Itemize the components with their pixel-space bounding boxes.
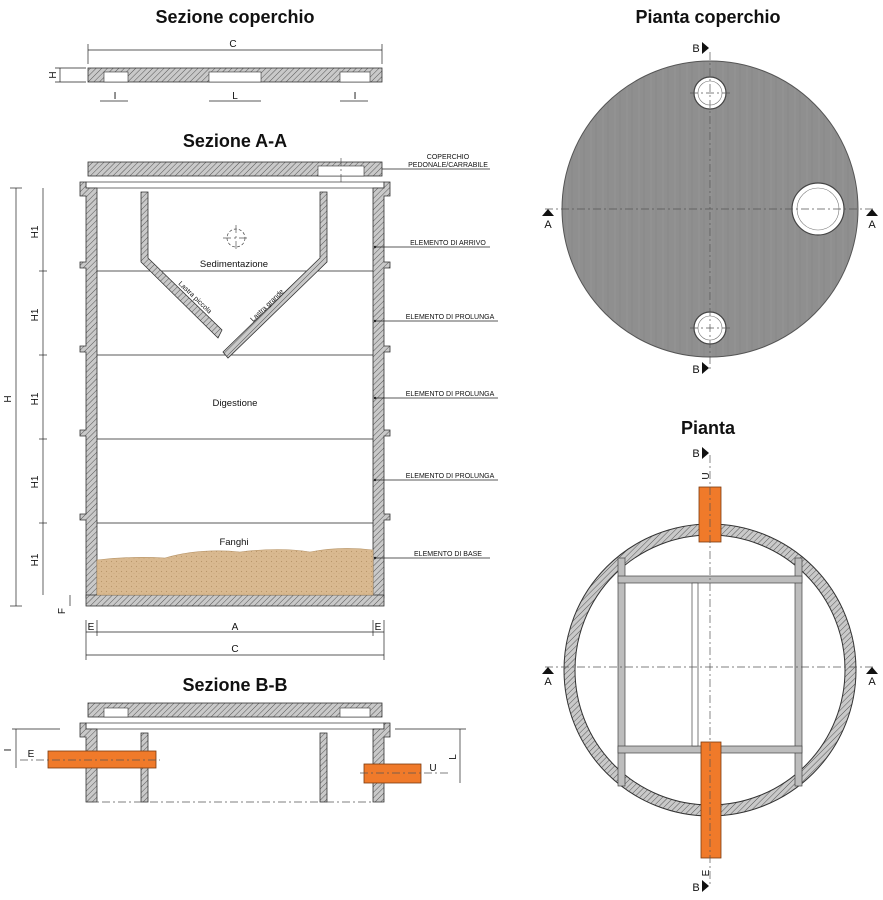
dim-label-h: H	[3, 395, 14, 402]
callout-dot	[373, 319, 377, 323]
sezione-bb: Sezione B-B E U I L	[3, 675, 466, 803]
aa-right-wall	[372, 181, 391, 599]
plan-marker-a-right	[866, 667, 878, 674]
lastra-grande	[222, 191, 328, 359]
aa-base	[85, 594, 385, 607]
callout-dot	[373, 396, 377, 400]
plan-frame-right	[794, 557, 803, 787]
plan-marker-b-top	[702, 447, 709, 459]
lastra-piccola	[140, 191, 223, 339]
label-b-bottom: B	[692, 364, 699, 376]
callout-base: ELEMENTO DI BASE	[414, 551, 482, 558]
plan-inlet-pipe	[700, 741, 722, 859]
plan-center-baffle	[691, 582, 699, 747]
title-sezione-aa: Sezione A-A	[183, 131, 287, 151]
dim-label-h1-3: H1	[30, 392, 41, 405]
dim-label-c: C	[229, 39, 236, 50]
bb-top-ring	[85, 722, 385, 730]
title-pianta-coperchio: Pianta coperchio	[635, 7, 780, 27]
plan-label-a-left: A	[544, 676, 552, 688]
pianta: Pianta U E B B A A	[542, 418, 878, 894]
dim-label-l: L	[232, 91, 238, 102]
plan-frame-left	[617, 557, 626, 787]
dim-label-h1-4: H1	[30, 475, 41, 488]
plan-marker-b-bottom	[702, 880, 709, 892]
label-digestione: Digestione	[213, 398, 258, 409]
callout-prolunga-1: ELEMENTO DI PROLUNGA	[406, 314, 495, 321]
sezione-coperchio: Sezione coperchio C H I L I	[48, 7, 383, 102]
bb-right-wall	[372, 722, 391, 803]
title-pianta: Pianta	[681, 418, 736, 438]
callout-dot	[373, 478, 377, 482]
label-u-outlet: U	[429, 763, 436, 774]
outlet-pipe	[363, 763, 422, 784]
sezione-aa: Sezione A-A Lastra piccola Lastra grande…	[3, 131, 498, 660]
plan-label-e: E	[701, 869, 712, 876]
lid-opening-center	[208, 71, 262, 83]
inlet-pipe	[47, 750, 157, 769]
dim-label-f: F	[57, 608, 68, 614]
marker-b-bottom	[702, 362, 709, 374]
dim-label-c-bottom: C	[231, 644, 238, 655]
bb-lid-opening-right	[339, 707, 371, 718]
dim-label-h1-2: H1	[30, 308, 41, 321]
dim-label-i-bb: I	[3, 749, 14, 752]
dim-label-e-right: E	[375, 622, 382, 633]
callout-prolunga-3: ELEMENTO DI PROLUNGA	[406, 473, 495, 480]
bb-baffle-right	[319, 732, 328, 803]
plan-label-a-right: A	[868, 676, 876, 688]
dim-label-h1-5: H1	[30, 553, 41, 566]
callout-dot	[373, 556, 377, 560]
plan-label-u: U	[701, 472, 712, 479]
title-sezione-coperchio: Sezione coperchio	[155, 7, 314, 27]
dim-label-l-bb: L	[448, 754, 459, 760]
title-sezione-bb: Sezione B-B	[182, 675, 287, 695]
aa-left-wall	[79, 181, 98, 599]
bb-lid	[87, 702, 383, 718]
plan-marker-a-left	[542, 667, 554, 674]
aa-top-ring	[85, 181, 385, 189]
pianta-coperchio: Pianta coperchio B B A A	[542, 7, 878, 376]
bb-lid-opening-left	[103, 707, 129, 718]
plan-label-b-bottom: B	[692, 882, 699, 894]
lid-opening-right	[339, 71, 371, 83]
callout-prolunga-2: ELEMENTO DI PROLUNGA	[406, 391, 495, 398]
callout-coperchio-2: PEDONALE/CARRABILE	[408, 162, 488, 169]
sludge-fill	[96, 548, 374, 596]
callout-arrivo: ELEMENTO DI ARRIVO	[410, 240, 486, 247]
label-fanghi: Fanghi	[219, 537, 248, 548]
label-sedimentazione: Sedimentazione	[200, 259, 268, 270]
dim-label-e-left: E	[88, 622, 95, 633]
label-b-top: B	[692, 43, 699, 55]
marker-a-right	[866, 209, 878, 216]
label-a-left: A	[544, 219, 552, 231]
callout-coperchio-1: COPERCHIO	[427, 154, 470, 161]
dim-label-h-lid: H	[48, 71, 59, 78]
dim-label-i-right: I	[354, 91, 357, 102]
lid-opening-left	[103, 71, 129, 83]
marker-a-left	[542, 209, 554, 216]
dim-label-i-left: I	[114, 91, 117, 102]
plan-label-b-top: B	[692, 448, 699, 460]
label-e-inlet: E	[28, 749, 35, 760]
dim-label-h1-1: H1	[30, 225, 41, 238]
marker-b-top	[702, 42, 709, 54]
dim-label-a: A	[232, 622, 239, 633]
callout-dot	[373, 245, 377, 249]
label-a-right: A	[868, 219, 876, 231]
